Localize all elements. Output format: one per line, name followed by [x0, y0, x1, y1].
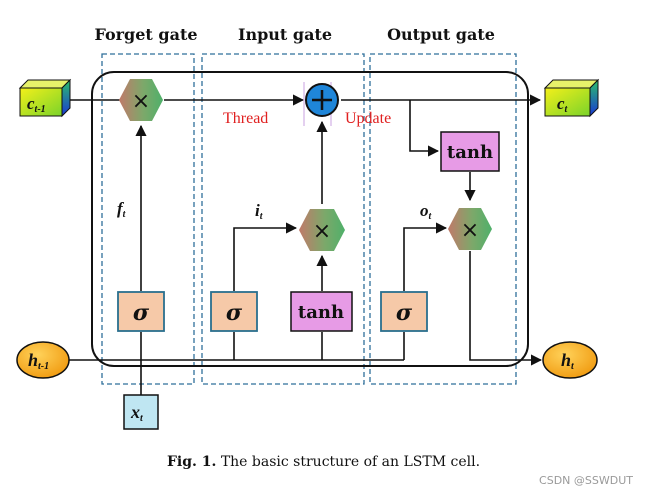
forget-sigma-label: σ — [133, 300, 150, 326]
x-input-box: xt — [123, 394, 159, 430]
output-sigma-label: σ — [396, 300, 413, 326]
multiply-icon: × — [461, 218, 479, 243]
output-tanh-label: tanh — [447, 142, 493, 163]
output-sigma-box: σ — [380, 291, 428, 332]
svg-text:ct-1: ct-1 — [27, 94, 46, 115]
c-next-cube: ct — [543, 78, 600, 118]
connections — [68, 94, 543, 395]
output-tanh-box: tanh — [440, 131, 500, 172]
figure-caption: Fig. 1. The basic structure of an LSTM c… — [0, 454, 647, 470]
input-sigma-box: σ — [210, 291, 258, 332]
c-next-base: c — [557, 94, 565, 113]
figure-number: Fig. 1. — [166, 454, 217, 470]
thread-label: Thread — [223, 110, 268, 127]
svg-text:xt: xt — [130, 402, 144, 424]
multiply-icon: × — [132, 89, 150, 114]
plus-node — [305, 83, 339, 117]
cell-boundary — [91, 71, 529, 367]
c-next-sub: t — [565, 104, 569, 115]
multiply-icon: × — [313, 219, 331, 244]
forget-gate-title: Forget gate — [94, 25, 197, 44]
output-gate-title: Output gate — [387, 25, 495, 44]
input-multiply-node: × — [299, 209, 345, 251]
c-prev-base: c — [27, 94, 35, 113]
svg-text:ht-1: ht-1 — [28, 350, 49, 372]
forget-gate-region — [101, 53, 195, 385]
o-label: ot — [420, 201, 433, 222]
input-sigma-label: σ — [226, 300, 243, 326]
input-gate-title: Input gate — [238, 25, 332, 44]
i-label: it — [255, 201, 264, 222]
c-prev-sub: t-1 — [35, 104, 46, 115]
lstm-diagram: Forget gate Input gate Output gate — [16, 25, 600, 430]
input-tanh-box: tanh — [290, 291, 353, 332]
output-multiply-node: × — [448, 208, 492, 250]
update-label: Update — [345, 110, 391, 127]
svg-text:ht: ht — [561, 350, 575, 372]
c-prev-cube: ct-1 — [18, 78, 72, 118]
figure-caption-text: The basic structure of an LSTM cell. — [220, 454, 481, 470]
h-prev-node: ht-1 — [16, 341, 70, 379]
f-label: ft — [117, 199, 127, 220]
watermark: CSDN @SSWDUT — [539, 474, 633, 487]
forget-multiply-node: × — [119, 79, 163, 121]
h-next-node: ht — [542, 341, 598, 379]
input-tanh-label: tanh — [298, 302, 344, 323]
input-gate-region — [201, 53, 365, 385]
output-gate-region — [369, 53, 517, 385]
forget-sigma-box: σ — [117, 291, 165, 332]
svg-text:ct: ct — [557, 94, 569, 115]
